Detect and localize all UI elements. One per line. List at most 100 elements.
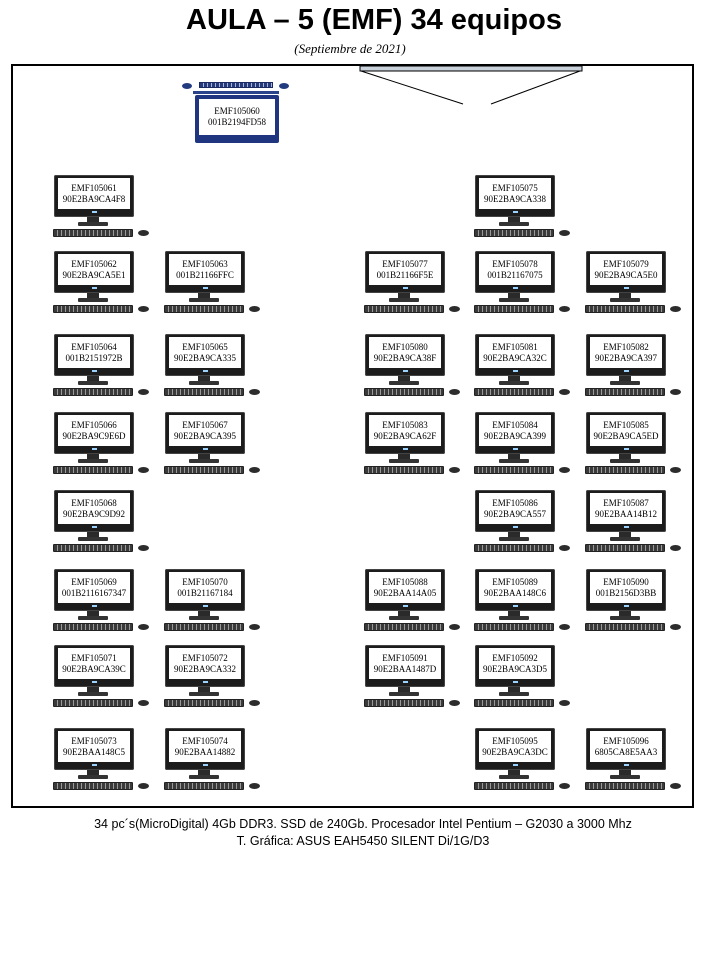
keyboard-icon [585,305,665,313]
keyboard-icon [164,388,244,396]
monitor-base [610,775,640,779]
keyboard-icon [164,782,244,790]
keyboard-icon [585,466,665,474]
monitor-base [499,692,529,696]
monitor-stand [398,454,410,460]
pc-name: EMF105074 [182,735,228,746]
pc-name: EMF105065 [182,341,228,352]
monitor-base [189,616,219,620]
keyboard-icon [364,466,444,474]
pc-mac-address: 90E2BAA148C6 [483,587,546,598]
keyboard-icon [585,544,665,552]
pc-mac-address: 90E2BA9C9E6D [62,430,126,441]
monitor-stand [198,454,210,460]
teacher-computer[interactable]: EMF105060 001B2194FD58 [181,82,291,146]
mouse-icon [182,83,192,89]
pc-name: EMF105062 [71,258,117,269]
mouse-icon [138,700,149,706]
monitor-stand [508,376,520,382]
projector-screen-icon [359,66,583,105]
mouse-icon [670,389,681,395]
mouse-icon [138,306,149,312]
monitor-base [499,537,529,541]
pc-mac-address: 90E2BA9CA38F [373,352,437,363]
power-led-icon [624,605,629,607]
monitor-base [78,537,108,541]
monitor-stand [87,293,99,299]
pc-name: EMF105067 [182,419,228,430]
page-title: AULA – 5 (EMF) 34 equipos [186,4,562,36]
mouse-icon [670,783,681,789]
monitor-stand [619,611,631,617]
power-led-icon [92,764,97,766]
pc-name: EMF105088 [382,576,428,587]
keyboard-icon [585,623,665,631]
pc-mac-address: 001B21167184 [177,587,233,598]
mouse-icon [138,783,149,789]
monitor-base [189,692,219,696]
pc-name: EMF105084 [492,419,538,430]
mouse-icon [249,467,260,473]
equipment-specs: 34 pc´s(MicroDigital) 4Gb DDR3. SSD de 2… [0,816,720,850]
keyboard-icon [474,305,554,313]
pc-mac-address: 90E2BA9C9D92 [62,508,125,519]
monitor-stand [398,687,410,693]
monitor-stand [398,293,410,299]
monitor-stand [398,611,410,617]
pc-mac-address: 001B21166FFC [176,269,234,280]
monitor-stand [619,532,631,538]
pc-mac-address: 90E2BA9CA332 [173,663,236,674]
keyboard-icon [474,623,554,631]
keyboard-icon [53,623,133,631]
power-led-icon [513,605,518,607]
pc-mac-address: 90E2BAA1487D [373,663,437,674]
power-led-icon [513,287,518,289]
monitor-base [499,298,529,302]
pc-mac-address: 90E2BAA14B12 [594,508,657,519]
